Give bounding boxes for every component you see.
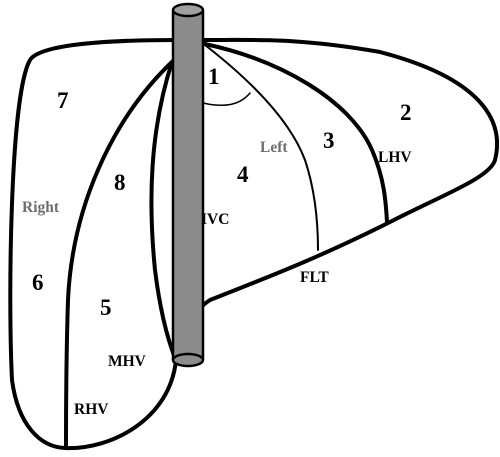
- lhv-line: [203, 42, 389, 224]
- ivc-label: IVC: [201, 211, 229, 228]
- left-lobe-label: Left: [260, 139, 288, 156]
- segment-1-label: 1: [208, 64, 220, 89]
- ivc-cylinder: [171, 2, 205, 368]
- segment-5-label: 5: [100, 295, 112, 320]
- right-lobe-label: Right: [22, 199, 60, 216]
- flt-line: [204, 44, 319, 251]
- mhv-label: MHV: [108, 353, 147, 370]
- segment-2-label: 2: [400, 100, 412, 125]
- rhv-label: RHV: [74, 401, 109, 418]
- liver-outline: [8, 37, 500, 451]
- mhv-line: [149, 60, 177, 360]
- segment-8-label: 8: [114, 170, 126, 195]
- flt-label: FLT: [300, 269, 329, 286]
- segment-7-label: 7: [57, 88, 69, 113]
- segment-6-label: 6: [32, 270, 44, 295]
- lhv-label: LHV: [378, 149, 412, 166]
- segment-4-label: 4: [237, 162, 249, 187]
- rhv-line: [64, 58, 176, 450]
- segment-3-label: 3: [323, 128, 335, 153]
- segment-1-arc: [202, 92, 251, 106]
